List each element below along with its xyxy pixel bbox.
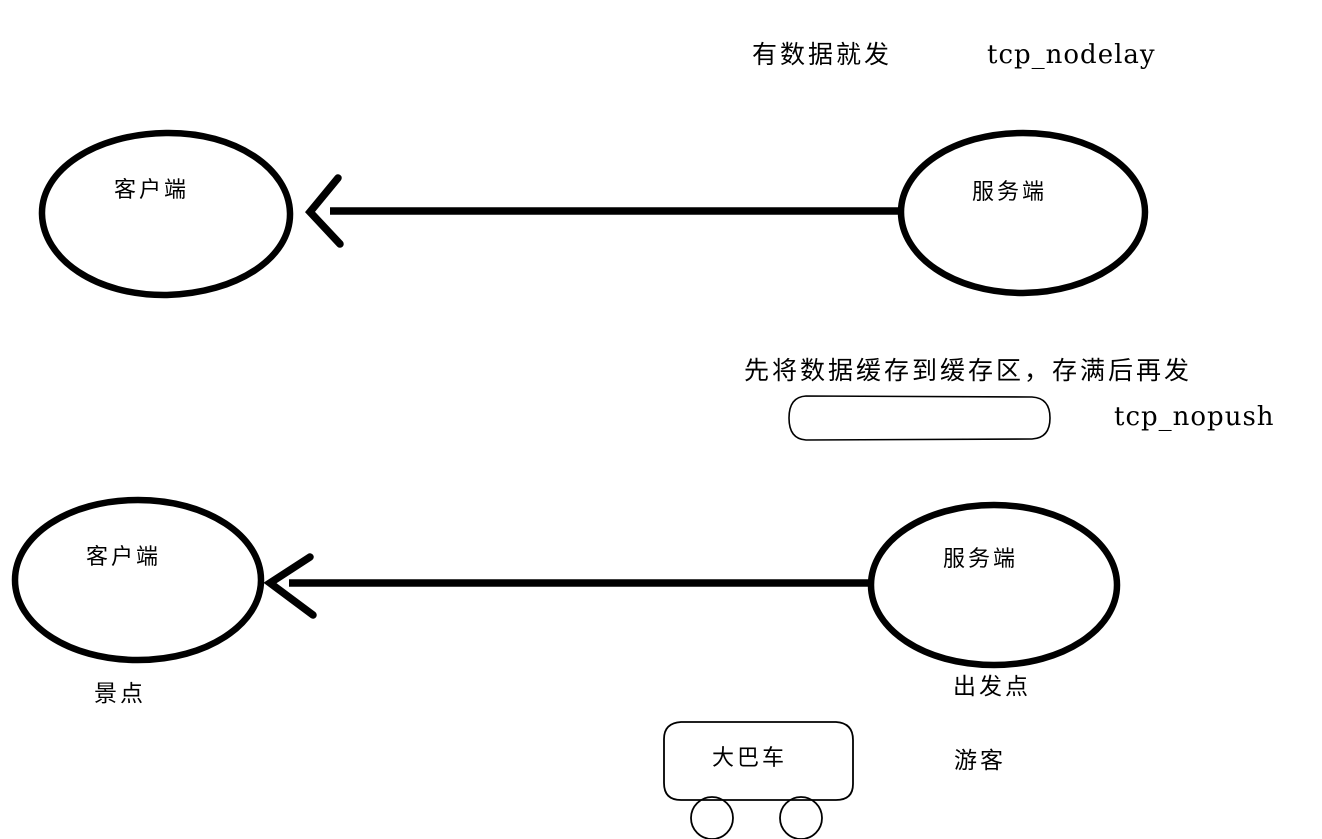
bus-label: 大巴车 bbox=[712, 746, 788, 771]
arrow-left-icon-top-head bbox=[305, 174, 344, 248]
ellipse-node-icon-client-bottom bbox=[11, 496, 265, 664]
ellipse-node-icon-server-top bbox=[897, 129, 1149, 297]
annotation-middle-behavior: 先将数据缓存到缓存区，存满后再发 bbox=[744, 356, 1193, 385]
bus-icon-body bbox=[663, 721, 854, 801]
caption-scenic-spot: 景点 bbox=[94, 681, 146, 707]
ellipse-node-icon-client-top bbox=[38, 129, 294, 299]
caption-departure-point: 出发点 bbox=[953, 674, 1031, 700]
node-label-client-bottom: 客户端 bbox=[86, 545, 162, 570]
node-label-server-bottom: 服务端 bbox=[943, 547, 1019, 572]
wheel-icon-front bbox=[690, 796, 734, 839]
annotation-top-option: tcp_nodelay bbox=[987, 40, 1156, 70]
rounded-rect-buffer-icon bbox=[788, 395, 1051, 441]
wheel-icon-rear bbox=[779, 796, 823, 839]
annotation-middle-option: tcp_nopush bbox=[1114, 402, 1275, 432]
node-label-server-top: 服务端 bbox=[972, 180, 1048, 205]
node-label-client-top: 客户端 bbox=[114, 178, 190, 203]
arrow-left-icon-bottom-head bbox=[263, 553, 317, 619]
ellipse-node-icon-server-bottom bbox=[867, 501, 1121, 669]
caption-tourists: 游客 bbox=[954, 748, 1006, 774]
annotation-top-behavior: 有数据就发 bbox=[752, 40, 893, 69]
